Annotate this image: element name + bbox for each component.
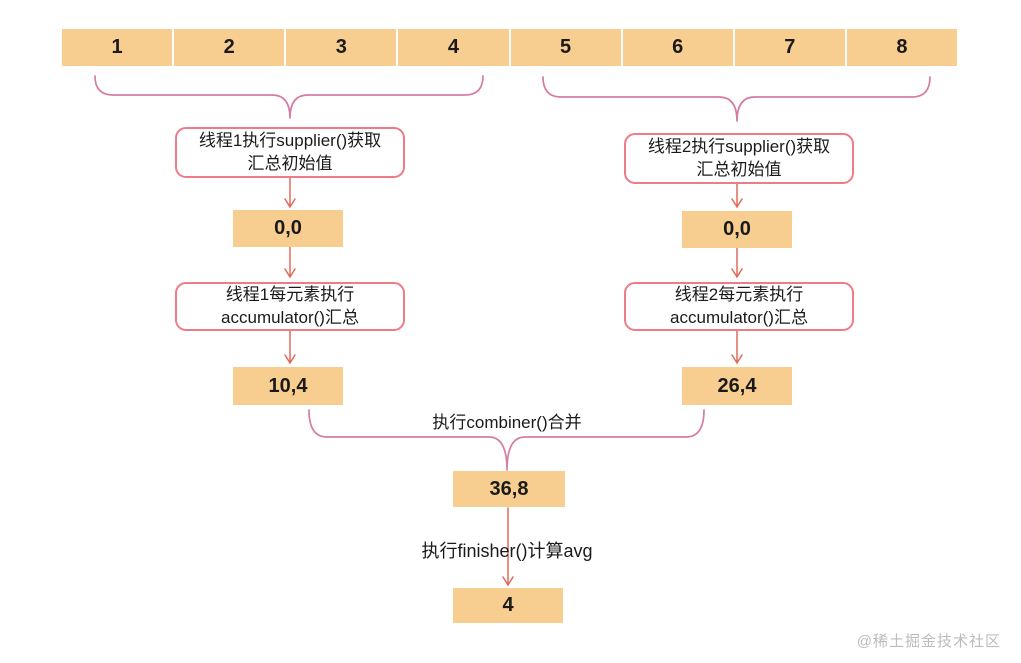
final-result-box: 4 (453, 588, 563, 623)
left-supplier-box: 线程1执行supplier()获取 汇总初始值 (175, 127, 405, 178)
right-seed-arrow (731, 247, 743, 279)
left-accumulator-arrow (284, 330, 296, 365)
array-cell-7: 7 (734, 29, 845, 66)
right-accumulator-box: 线程2每元素执行 accumulator()汇总 (624, 282, 854, 331)
combiner-label: 执行combiner()合并 (432, 413, 582, 432)
left-group-brace (94, 75, 484, 119)
array-cell-2: 2 (174, 29, 285, 66)
combined-result-box: 36,8 (453, 471, 565, 507)
left-seed-box: 0,0 (233, 210, 343, 247)
combiner-brace (308, 409, 705, 471)
array-cell-4: 4 (398, 29, 509, 66)
finisher-arrow (502, 507, 514, 587)
array-cell-5: 5 (510, 29, 621, 66)
left-result-box: 10,4 (233, 367, 343, 405)
right-seed-box: 0,0 (682, 211, 792, 248)
array-cell-1: 1 (62, 29, 173, 66)
right-group-brace (542, 76, 931, 122)
watermark: @稀土掘金技术社区 (856, 633, 1001, 650)
right-supplier-arrow (731, 183, 743, 209)
finisher-label: 执行finisher()计算avg (421, 541, 593, 561)
array-row: 1 2 3 4 5 6 7 8 (62, 29, 957, 66)
left-accumulator-box: 线程1每元素执行 accumulator()汇总 (175, 282, 405, 331)
left-supplier-arrow (284, 177, 296, 209)
right-accumulator-arrow (731, 330, 743, 365)
left-seed-arrow (284, 246, 296, 279)
right-supplier-box: 线程2执行supplier()获取 汇总初始值 (624, 133, 854, 184)
array-cell-3: 3 (286, 29, 397, 66)
array-cell-6: 6 (622, 29, 733, 66)
right-result-box: 26,4 (682, 367, 792, 405)
array-cell-8: 8 (846, 29, 957, 66)
